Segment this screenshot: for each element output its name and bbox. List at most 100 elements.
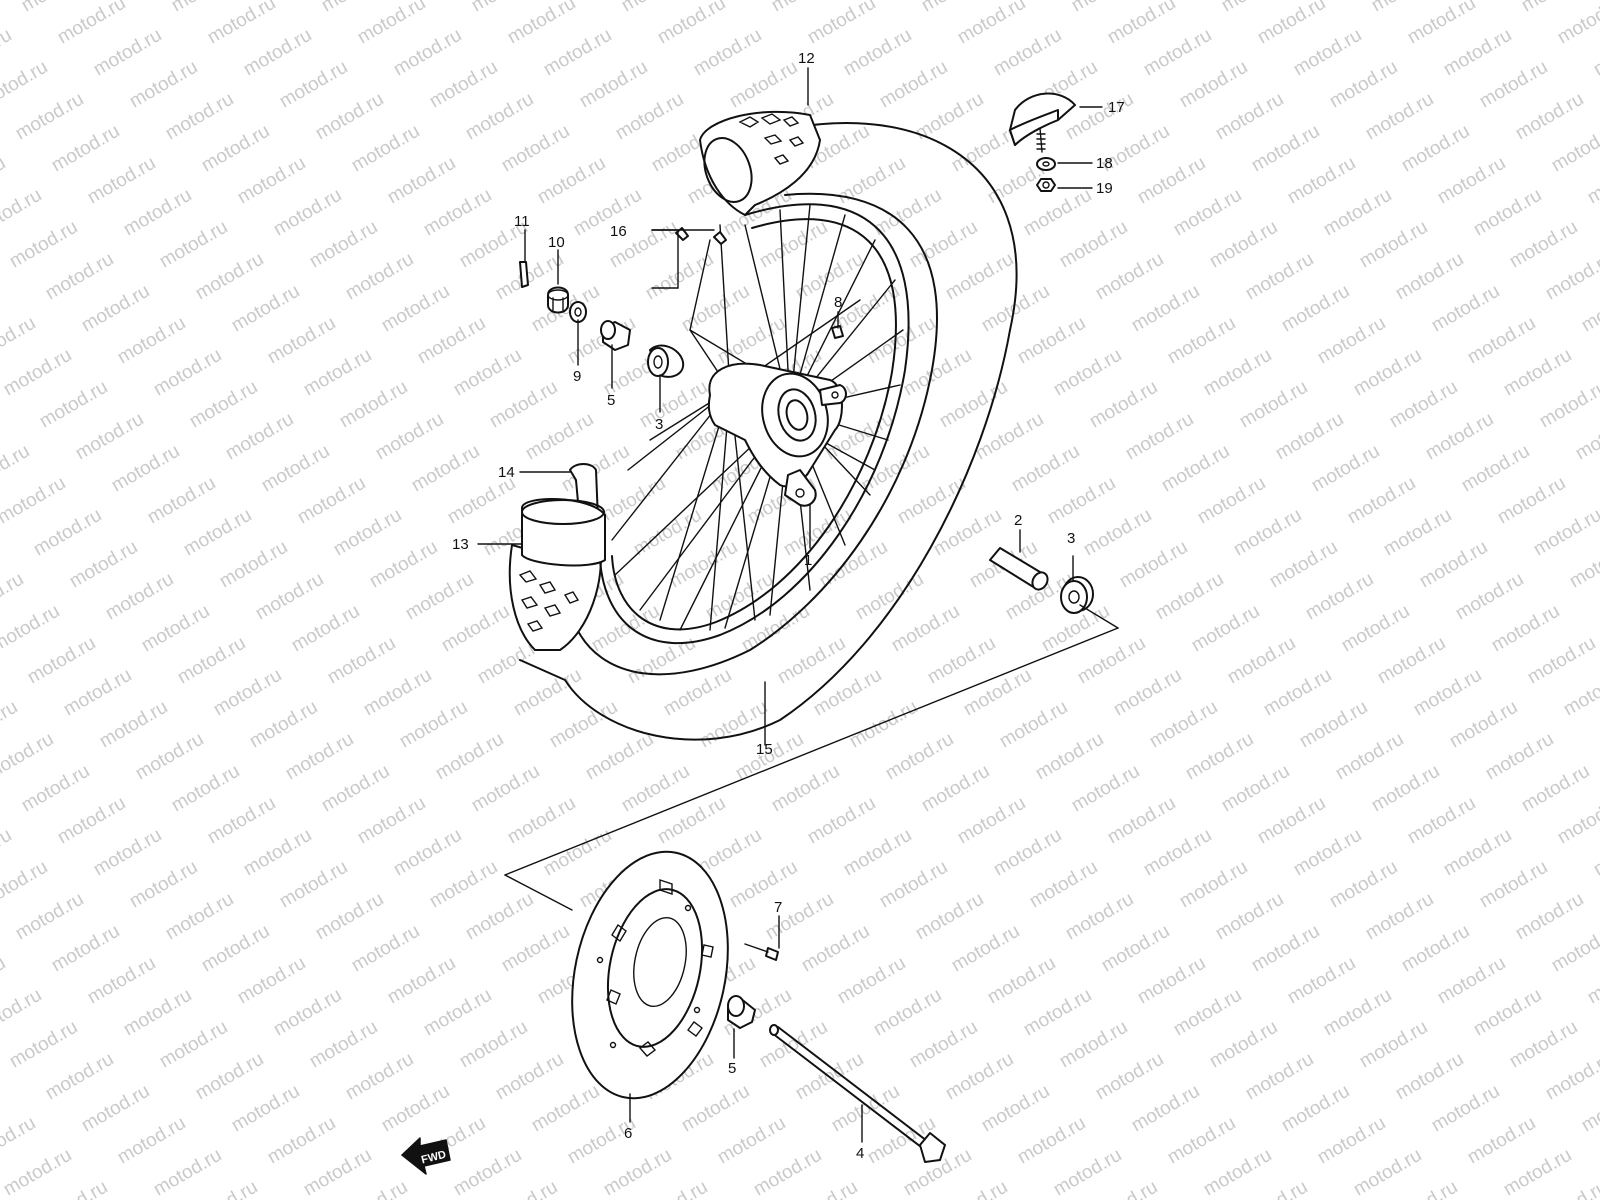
watermark-text: motod.ru [786, 1177, 861, 1200]
watermark-text: motod.ru [1236, 1177, 1311, 1200]
watermark-text: motod.ru [462, 89, 537, 145]
watermark-text: motod.ru [954, 793, 1029, 849]
leader-lines [477, 67, 1103, 1143]
watermark-text: motod.ru [1152, 569, 1227, 625]
watermark-text: motod.ru [0, 57, 51, 113]
watermark-text: motod.ru [24, 633, 99, 689]
watermark-text: motod.ru [18, 761, 93, 817]
watermark-text: motod.ru [1230, 505, 1305, 561]
watermark-text: motod.ru [1506, 217, 1581, 273]
watermark-text: motod.ru [576, 57, 651, 113]
watermark-text: motod.ru [48, 921, 123, 977]
watermark-text: motod.ru [1440, 825, 1515, 881]
watermark-text: motod.ru [912, 889, 987, 945]
watermark-text: motod.ru [1398, 921, 1473, 977]
watermark-text: motod.ru [390, 825, 465, 881]
watermark-text: motod.ru [42, 1049, 117, 1105]
watermark-text: motod.ru [1494, 473, 1569, 529]
watermark-text: motod.ru [150, 1145, 225, 1200]
watermark-text: motod.ru [384, 153, 459, 209]
watermark-text: motod.ru [312, 89, 387, 145]
watermark-text: motod.ru [366, 537, 441, 593]
watermark-text: motod.ru [1062, 89, 1137, 145]
watermark-text: motod.ru [60, 665, 135, 721]
watermark-text: motod.ru [1572, 409, 1600, 465]
watermark-text: motod.ru [1392, 1049, 1467, 1105]
watermark-text: motod.ru [504, 793, 579, 849]
watermark-text: motod.ru [762, 889, 837, 945]
watermark-text: motod.ru [1500, 1145, 1575, 1200]
watermark-text: motod.ru [498, 921, 573, 977]
watermark-text: motod.ru [0, 345, 75, 401]
watermark-text: motod.ru [1170, 185, 1245, 241]
watermark-text: motod.ru [198, 921, 273, 977]
watermark-text: motod.ru [1524, 633, 1599, 689]
watermark-text: motod.ru [840, 25, 915, 81]
watermark-text: motod.ru [12, 89, 87, 145]
watermark-text: motod.ru [1320, 185, 1395, 241]
watermark-text: motod.ru [1296, 697, 1371, 753]
watermark-text: motod.ru [1374, 633, 1449, 689]
watermark-text: motod.ru [282, 729, 357, 785]
rim-lock-part [1009, 92, 1076, 153]
watermark-text: motod.ru [1488, 601, 1563, 657]
watermark-text: motod.ru [204, 0, 279, 48]
watermark-text: motod.ru [1200, 1145, 1275, 1200]
assembly-lines [504, 604, 1119, 911]
watermark-text: motod.ru [1332, 729, 1407, 785]
watermark-text: motod.ru [1212, 89, 1287, 145]
watermark-text: motod.ru [546, 697, 621, 753]
watermark-text: motod.ru [240, 25, 315, 81]
watermark-text: motod.ru [636, 1177, 711, 1200]
watermark-text: motod.ru [690, 25, 765, 81]
label-part-17: 17 [1108, 99, 1125, 116]
watermark-text: motod.ru [0, 697, 21, 753]
watermark-text: motod.ru [1590, 25, 1600, 81]
watermark-text: motod.ru [1422, 409, 1497, 465]
watermark-text: motod.ru [1512, 889, 1587, 945]
bearing-right-part [1060, 576, 1094, 614]
watermark-text: motod.ru [990, 25, 1065, 81]
watermark-text: motod.ru [768, 761, 843, 817]
watermark-text: motod.ru [798, 921, 873, 977]
watermark-text: motod.ru [258, 441, 333, 497]
watermark-text: motod.ru [1428, 281, 1503, 337]
watermark-text: motod.ru [528, 1081, 603, 1137]
watermark-text: motod.ru [150, 345, 225, 401]
watermark-text: motod.ru [726, 857, 801, 913]
watermark-text: motod.ru [414, 313, 489, 369]
watermark-text: motod.ru [1464, 313, 1539, 369]
watermark-text: motod.ru [1278, 281, 1353, 337]
watermark-text: motod.ru [1026, 857, 1101, 913]
watermark-text: motod.ru [0, 473, 69, 529]
watermark-text: motod.ru [936, 377, 1011, 433]
watermark-text: motod.ru [12, 889, 87, 945]
watermark-text: motod.ru [66, 537, 141, 593]
watermark-text: motod.ru [372, 409, 447, 465]
watermark-text: motod.ru [234, 153, 309, 209]
watermark-text: motod.ru [354, 793, 429, 849]
watermark-text: motod.ru [1080, 505, 1155, 561]
watermark-text: motod.ru [264, 313, 339, 369]
watermark-text: motod.ru [1314, 1113, 1389, 1169]
watermark-text: motod.ru [1236, 377, 1311, 433]
watermark-text: motod.ru [1470, 985, 1545, 1041]
watermark-text: motod.ru [162, 889, 237, 945]
watermark-text: motod.ru [1512, 89, 1587, 145]
watermark-text: motod.ru [1536, 377, 1600, 433]
watermark-text: motod.ru [804, 0, 879, 48]
watermark-text: motod.ru [1518, 761, 1593, 817]
watermark-text: motod.ru [0, 729, 57, 785]
watermark-text: motod.ru [30, 505, 105, 561]
watermark-text: motod.ru [318, 761, 393, 817]
watermark-text: motod.ru [522, 409, 597, 465]
watermark-text: motod.ru [1164, 1113, 1239, 1169]
watermark-text: motod.ru [78, 1081, 153, 1137]
watermark-text: motod.ru [1122, 409, 1197, 465]
washer-9-part [569, 301, 587, 323]
watermark-text: motod.ru [300, 345, 375, 401]
spacer-lower-part [727, 995, 756, 1029]
watermark-text: motod.ru [204, 793, 279, 849]
watermark-text: motod.ru [1284, 153, 1359, 209]
watermark-text: motod.ru [1584, 153, 1600, 209]
